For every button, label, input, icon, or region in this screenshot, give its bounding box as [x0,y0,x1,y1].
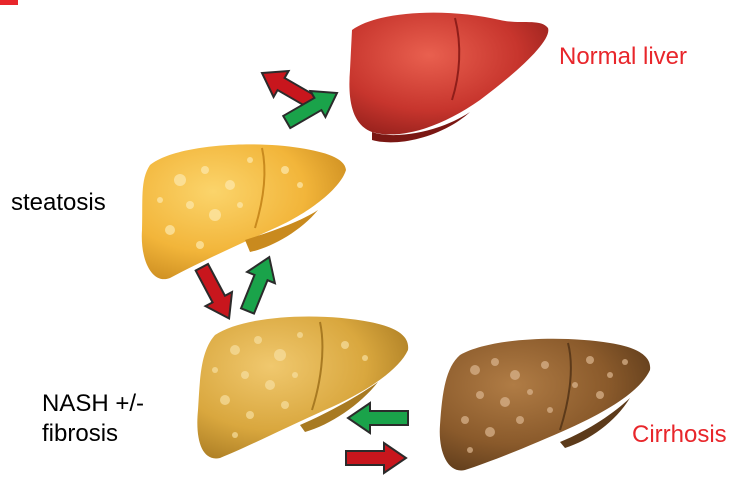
label-nash-line2: fibrosis [42,419,144,449]
label-cirrhosis: Cirrhosis [632,420,727,450]
label-steatosis: steatosis [11,188,106,218]
arrow-to-nash-green [348,403,408,433]
label-nash-line1: NASH +/- [42,389,144,419]
normal-liver [349,13,548,143]
arrow-to-cirrhosis-red [346,443,406,473]
arrow-to-steatosis-green [234,252,284,317]
label-nash: NASH +/- fibrosis [42,389,144,449]
steatosis-liver [142,144,346,279]
arrow-to-nash-red [189,260,243,325]
label-normal-liver: Normal liver [559,42,687,72]
nash-liver [197,316,408,458]
